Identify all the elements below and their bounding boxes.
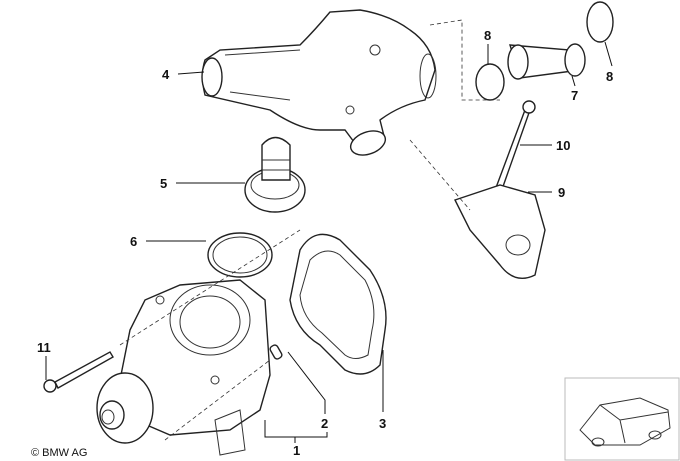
label-part-4[interactable]: 4 (162, 67, 170, 82)
label-part-1[interactable]: 1 (293, 443, 300, 458)
bolt-11[interactable] (43, 351, 114, 393)
thermostat[interactable] (244, 136, 306, 213)
label-part-7[interactable]: 7 (571, 88, 578, 103)
label-part-5[interactable]: 5 (160, 176, 167, 191)
label-part-9[interactable]: 9 (558, 185, 565, 200)
label-part-10[interactable]: 10 (556, 138, 570, 153)
thermostat-housing[interactable] (201, 9, 437, 159)
bracket-9[interactable] (454, 184, 546, 279)
pipe-7[interactable] (507, 43, 586, 80)
copyright-text: © BMW AG (31, 447, 87, 459)
o-ring[interactable] (207, 232, 273, 278)
label-part-3[interactable]: 3 (379, 416, 386, 431)
label-part-2[interactable]: 2 (321, 416, 328, 431)
dowel-pin[interactable] (269, 344, 283, 360)
vehicle-thumbnail (564, 377, 680, 461)
gasket[interactable] (289, 233, 387, 375)
label-part-11[interactable]: 11 (37, 340, 51, 355)
seal-ring-8[interactable] (586, 1, 614, 43)
seal-ring-8[interactable] (475, 63, 505, 101)
label-part-8[interactable]: 8 (484, 28, 491, 43)
label-part-8[interactable]: 8 (606, 69, 613, 84)
water-pump[interactable] (96, 279, 283, 456)
label-part-6[interactable]: 6 (130, 234, 137, 249)
bolt-10[interactable] (493, 100, 536, 196)
